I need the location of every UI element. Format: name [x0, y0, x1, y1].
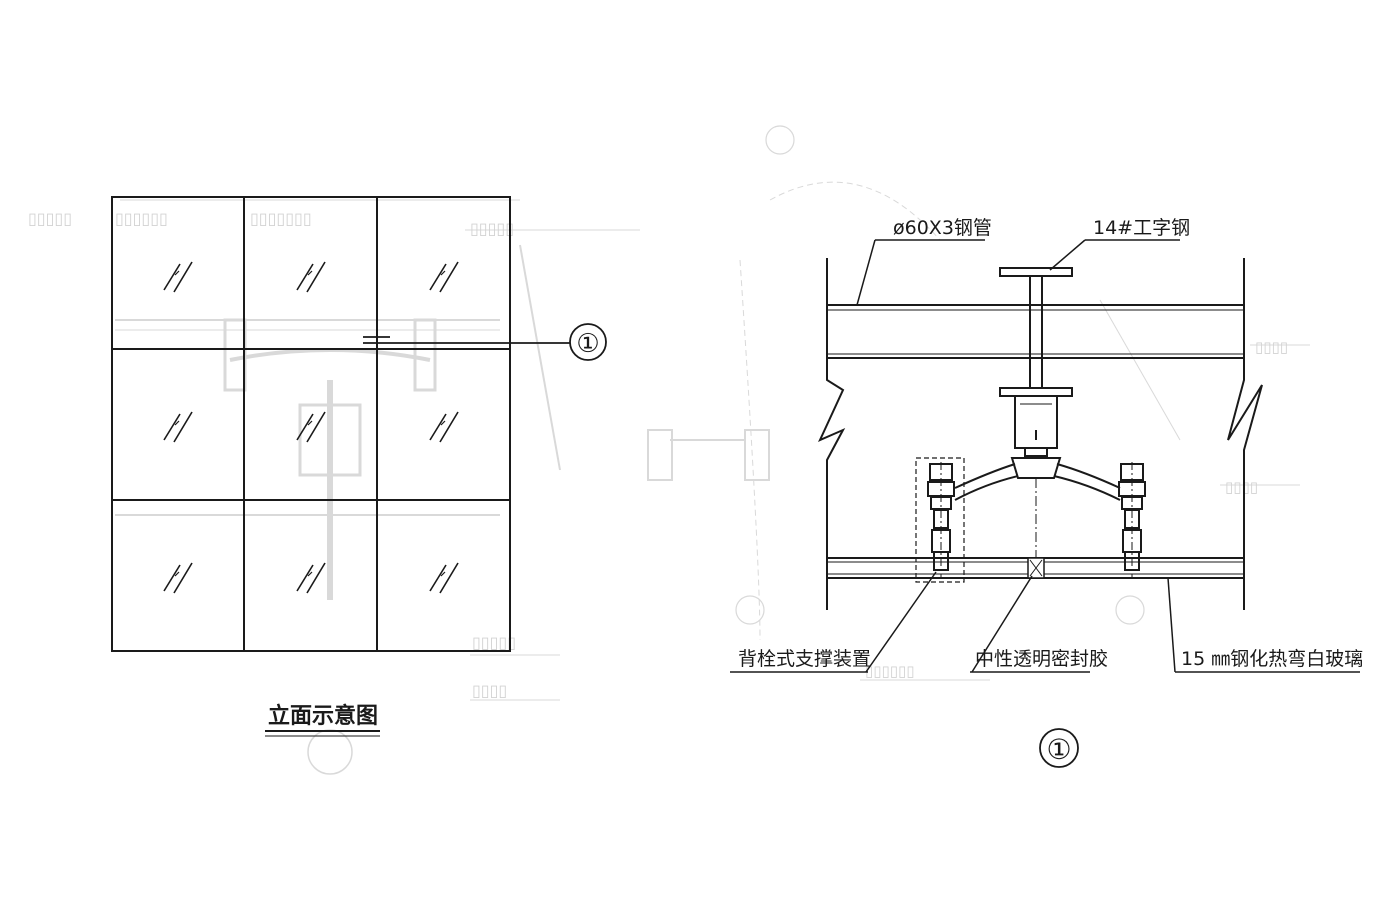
svg-text:▯▯▯▯▯: ▯▯▯▯▯ [28, 209, 72, 228]
glass-hatch-icon [163, 562, 193, 594]
left-bolt-assembly [915, 457, 965, 583]
label-support-device: 背栓式支撑装置 [738, 648, 871, 670]
svg-text:▯▯▯▯▯▯: ▯▯▯▯▯▯ [865, 662, 915, 680]
steel-pipe [827, 304, 1244, 359]
svg-text:▯▯▯▯: ▯▯▯▯ [472, 681, 507, 700]
glass-hatch-icon [296, 411, 326, 443]
right-bolt-assembly [1118, 462, 1146, 578]
callout-circle [569, 323, 607, 361]
svg-text:▯▯▯▯▯: ▯▯▯▯▯ [470, 219, 514, 238]
leader-lines [730, 239, 1360, 673]
support-device-outline [915, 457, 965, 583]
i-beam [999, 267, 1073, 397]
glass-hatch-icon [429, 411, 459, 443]
detail-view: ø60X3钢管 14#工字钢 背栓式支撑装置 中性透明密封胶 15 ㎜钢化热弯白… [730, 217, 1363, 768]
right-break-line [1227, 258, 1263, 610]
label-steel-pipe: ø60X3钢管 [893, 217, 992, 239]
glass-hatch-icon [163, 261, 193, 293]
elevation-title: 立面示意图 [268, 703, 378, 729]
glass-hatch-icon [429, 562, 459, 594]
left-break-line [817, 258, 846, 610]
glass-hatch-icon [163, 411, 193, 443]
svg-text:▯▯▯▯▯▯▯: ▯▯▯▯▯▯▯ [250, 209, 312, 228]
elevation-frame [111, 196, 511, 652]
svg-text:▯▯▯▯▯: ▯▯▯▯▯ [472, 633, 516, 652]
svg-text:▯▯▯▯: ▯▯▯▯ [1225, 478, 1258, 496]
glass-hatch-icon [296, 562, 326, 594]
svg-text:▯▯▯▯▯▯: ▯▯▯▯▯▯ [115, 209, 168, 228]
glass-panels [827, 557, 1244, 579]
ghost-text-background: ▯▯▯▯▯ ▯▯▯▯▯▯ ▯▯▯▯▯▯▯ ▯▯▯▯▯ ▯▯▯▯▯ ▯▯▯▯ ▯▯… [28, 209, 1288, 700]
glass-hatch-icon [296, 261, 326, 293]
section-cut-marker: ① [363, 323, 607, 361]
ghost-background [115, 125, 1310, 775]
spider-connector [1010, 395, 1062, 580]
glass-hatch-marks [163, 261, 459, 594]
detail-number: ① [1046, 733, 1071, 766]
detail-number-circle [1039, 728, 1079, 768]
glass-hatch-icon [429, 261, 459, 293]
label-glass: 15 ㎜钢化热弯白玻璃 [1181, 648, 1363, 670]
svg-text:▯▯▯▯: ▯▯▯▯ [1255, 338, 1288, 356]
label-sealant: 中性透明密封胶 [975, 648, 1108, 670]
spider-arms [954, 463, 1121, 501]
elevation-view: ① 立面示意图 [111, 196, 607, 737]
label-i-beam: 14#工字钢 [1093, 217, 1190, 239]
callout-number: ① [576, 329, 599, 359]
